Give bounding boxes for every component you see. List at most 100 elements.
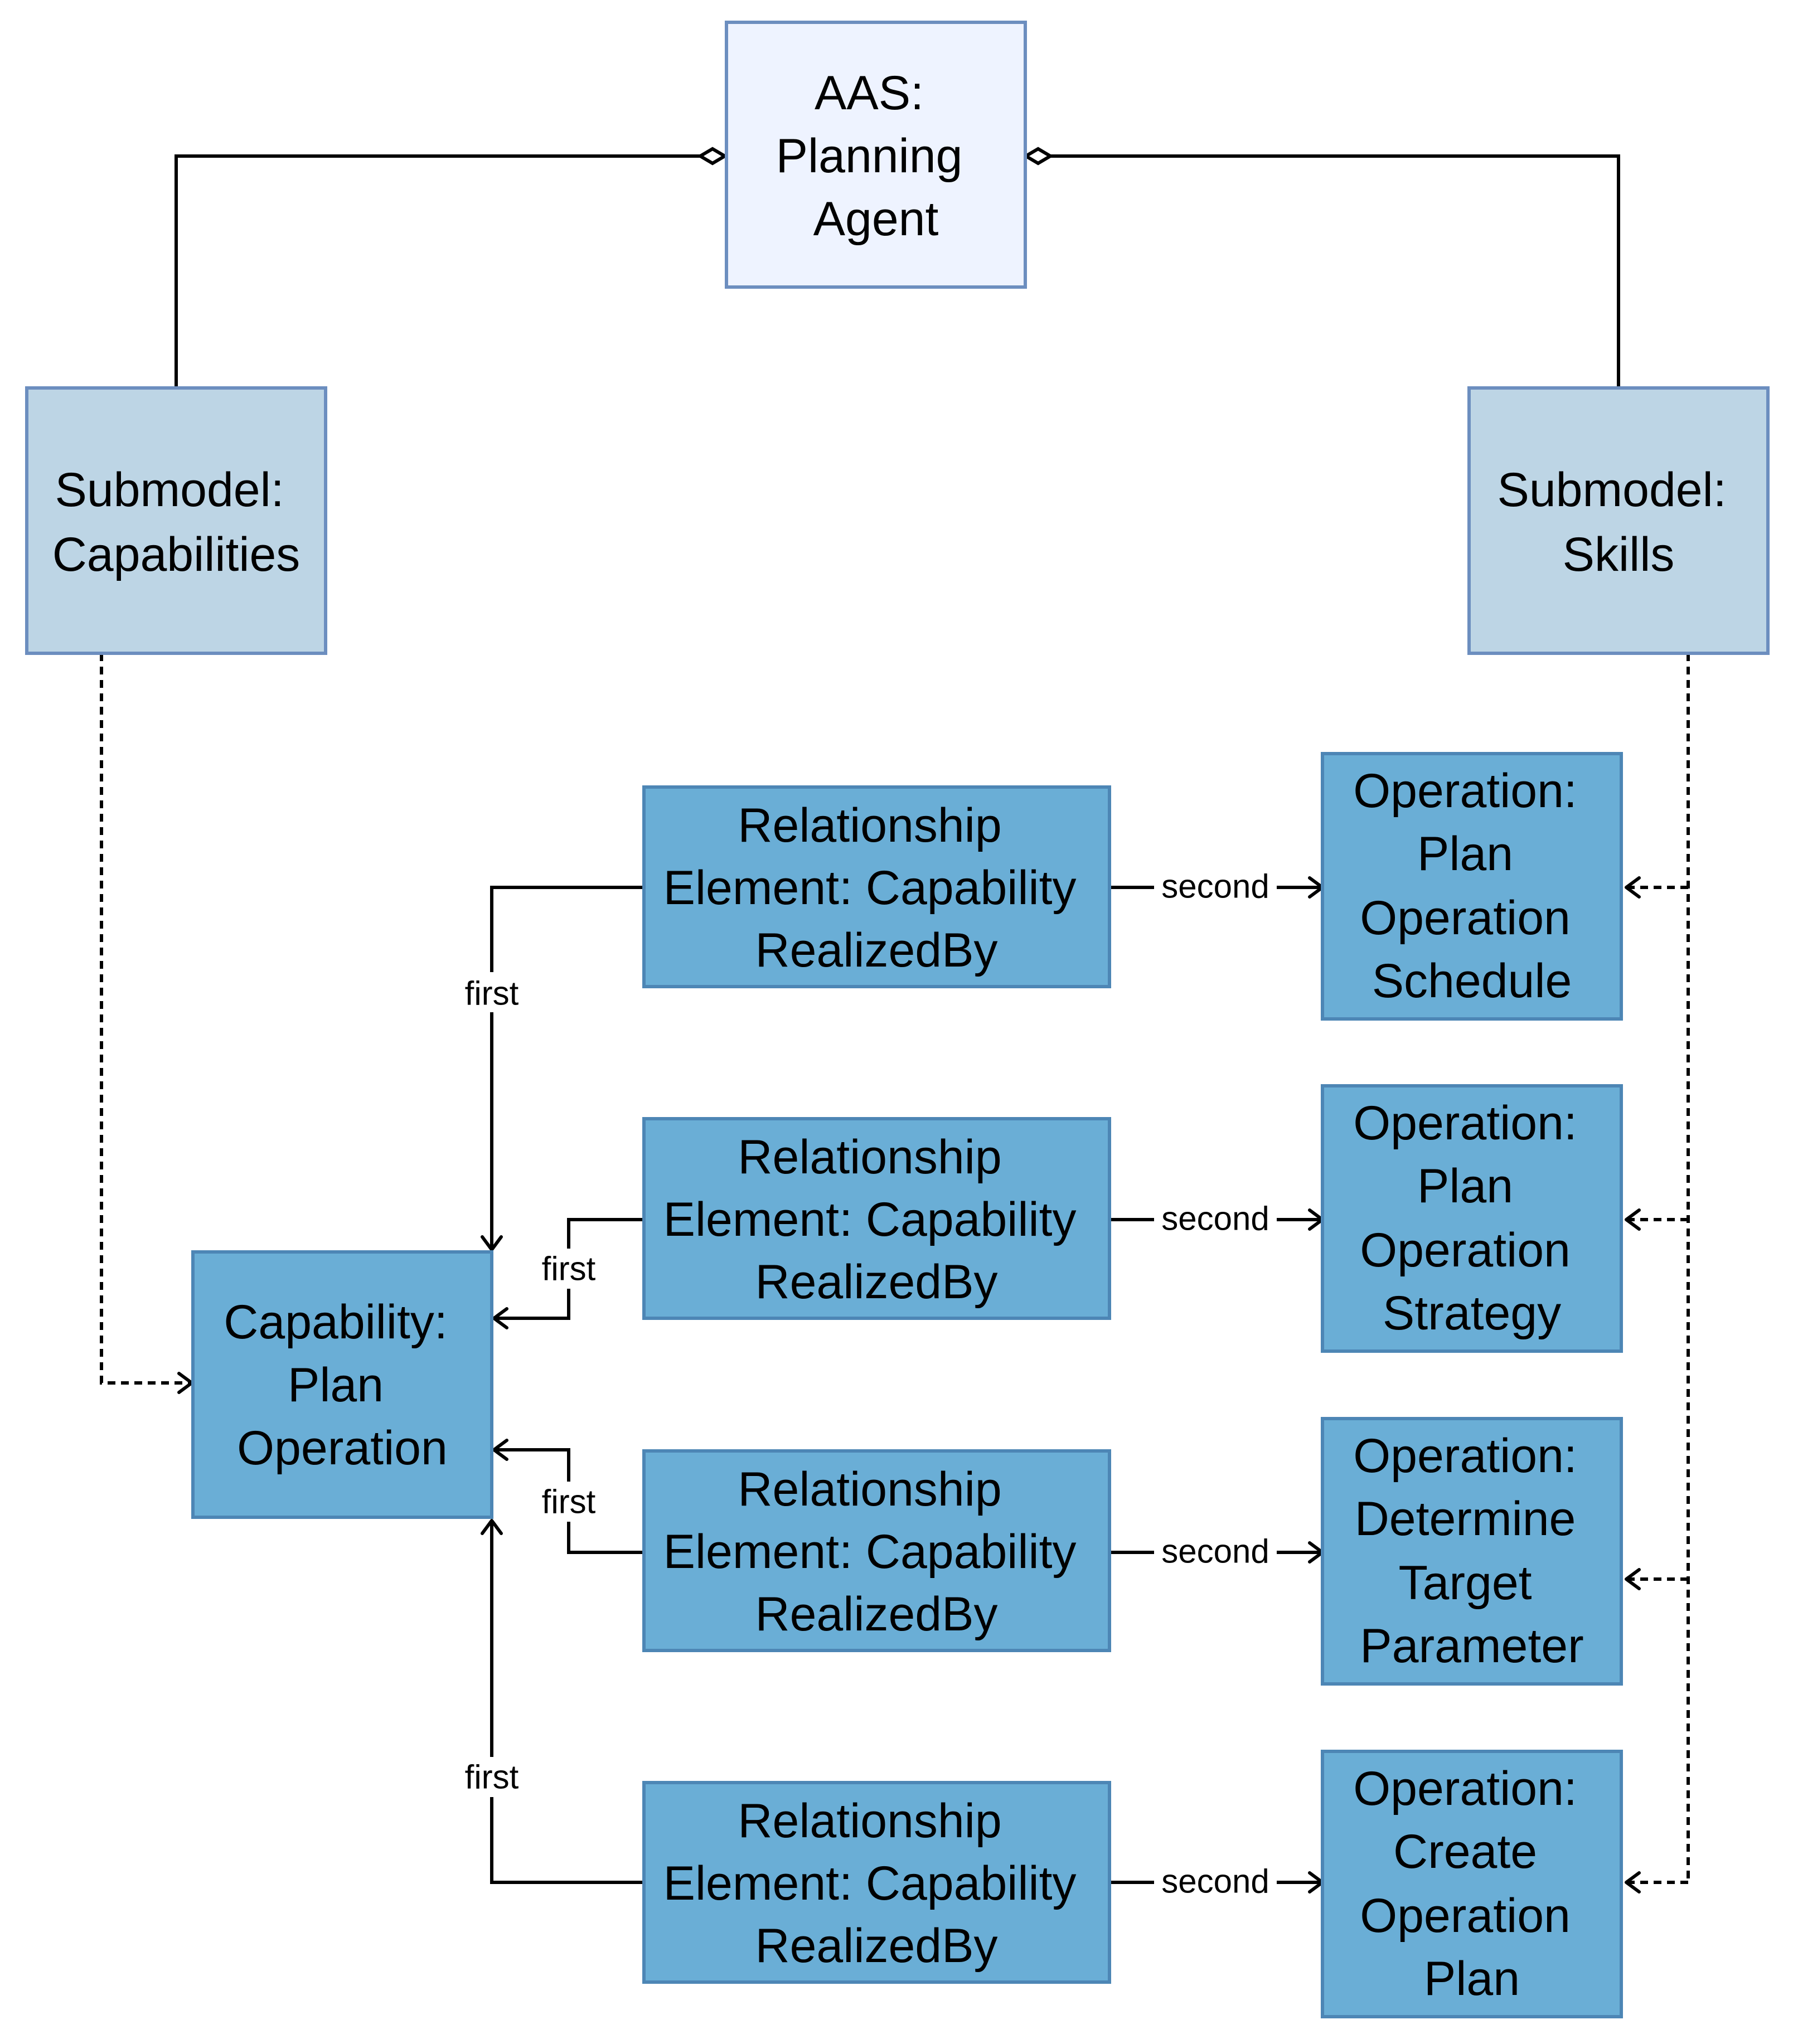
operation-label: Operation: Plan Operation Strategy <box>1353 1096 1590 1340</box>
operation-label: Operation: Determine Target Parameter <box>1353 1429 1590 1673</box>
operation-line-2: Plan <box>1417 827 1513 881</box>
svg-text:second: second <box>1161 1533 1269 1570</box>
arrowhead-icon <box>1625 1871 1641 1894</box>
aas-label-line-3: Agent <box>813 192 939 246</box>
svg-text:second: second <box>1161 1863 1269 1900</box>
relationship-label: Relationship Element: Capability Realize… <box>663 1794 1090 1973</box>
submodel-skills-line-1: Submodel: <box>1497 463 1726 517</box>
operation-line-1: Operation: <box>1353 1762 1577 1815</box>
arrowhead-icon <box>1625 1568 1641 1590</box>
operation-line-2: Plan <box>1417 1159 1513 1213</box>
svg-text:first: first <box>542 1250 596 1288</box>
operation-box <box>1321 1417 1623 1686</box>
relationship-element-node-2[interactable]: Relationship Element: Capability Realize… <box>642 1117 1111 1320</box>
relationship-line-3: RealizedBy <box>755 924 998 977</box>
submodel-capabilities-node[interactable]: Submodel: Capabilities <box>25 386 327 655</box>
arrowhead-icon <box>492 1307 508 1329</box>
aas-label-line-1: AAS: <box>815 66 924 120</box>
second-label-3: second <box>1154 1532 1277 1572</box>
operation-line-1: Operation: <box>1353 1096 1577 1150</box>
arrowhead-icon <box>1625 876 1641 899</box>
relationship-element-node-4[interactable]: Relationship Element: Capability Realize… <box>642 1781 1111 1984</box>
operation-node-4[interactable]: Operation: Create Operation Plan <box>1321 1750 1623 2018</box>
operation-box <box>1321 1084 1623 1353</box>
relationship-label: Relationship Element: Capability Realize… <box>663 1130 1090 1309</box>
aas-to-skills-connector <box>1050 154 1620 387</box>
operation-node-3[interactable]: Operation: Determine Target Parameter <box>1321 1417 1623 1686</box>
relationship-line-2: Element: Capability <box>663 1857 1077 1910</box>
relationship-element-node-3[interactable]: Relationship Element: Capability Realize… <box>642 1449 1111 1652</box>
second-label-2: second <box>1154 1200 1277 1240</box>
aas-label: AAS: Planning Agent <box>776 66 976 246</box>
svg-text:second: second <box>1161 1200 1269 1237</box>
second-label-4: second <box>1154 1862 1277 1902</box>
aggregation-diamond-left-icon <box>697 147 728 166</box>
operation-label: Operation: Plan Operation Schedule <box>1353 764 1590 1008</box>
operation-line-4: Plan <box>1424 1952 1520 2006</box>
operation-line-3: Operation <box>1360 1889 1571 1943</box>
relationship-box <box>642 785 1111 988</box>
capability-label: Capability: Plan Operation <box>224 1295 461 1475</box>
operation-node-2[interactable]: Operation: Plan Operation Strategy <box>1321 1084 1623 1353</box>
submodel-capabilities-line-2: Capabilities <box>52 528 301 581</box>
first-label-1: first <box>457 972 526 1012</box>
relationship-line-2: Element: Capability <box>663 1193 1077 1246</box>
capability-line-3: Operation <box>237 1421 448 1475</box>
aas-box <box>725 21 1027 289</box>
submodel-skills-label: Submodel: Skills <box>1497 463 1739 581</box>
relationship-box <box>642 1781 1111 1984</box>
submodel-capabilities-box <box>25 386 327 655</box>
aas-planning-agent-node[interactable]: AAS: Planning Agent <box>725 21 1027 289</box>
first-label-4: first <box>457 1757 526 1797</box>
arrowhead-icon <box>481 1519 503 1535</box>
relationship-box <box>642 1117 1111 1320</box>
aas-to-capabilities-connector <box>175 154 700 387</box>
relationship-line-2: Element: Capability <box>663 861 1077 915</box>
arrowhead-icon <box>492 1439 508 1461</box>
first-label-2: first <box>534 1249 603 1289</box>
relationship-line-2: Element: Capability <box>663 1525 1077 1579</box>
operation-box <box>1321 1750 1623 2018</box>
operation-node-1[interactable]: Operation: Plan Operation Schedule <box>1321 752 1623 1021</box>
submodel-capabilities-line-1: Submodel: <box>55 463 284 517</box>
aggregation-diamond-right-icon <box>1023 147 1054 166</box>
relationship-line-1: Relationship <box>738 1463 1001 1516</box>
capability-line-2: Plan <box>288 1358 384 1412</box>
operation-line-3: Operation <box>1360 1224 1571 1277</box>
first-connector-1 <box>490 886 644 1249</box>
relationship-line-3: RealizedBy <box>755 1919 998 1973</box>
second-label-1: second <box>1154 867 1277 907</box>
relationship-label: Relationship Element: Capability Realize… <box>663 1463 1090 1641</box>
aas-label-line-2: Planning <box>776 129 963 183</box>
operation-box <box>1321 752 1623 1021</box>
submodel-skills-line-2: Skills <box>1563 528 1675 581</box>
svg-text:first: first <box>465 975 519 1012</box>
capability-plan-operation-node[interactable]: Capability: Plan Operation <box>191 1250 493 1519</box>
capabilities-contains-connector <box>100 653 191 1385</box>
svg-text:first: first <box>465 1759 519 1796</box>
operation-line-4: Schedule <box>1372 954 1572 1008</box>
relationship-line-3: RealizedBy <box>755 1255 998 1309</box>
arrowhead-icon <box>1625 1208 1641 1231</box>
capability-box <box>191 1250 493 1519</box>
relationship-label: Relationship Element: Capability Realize… <box>663 799 1090 977</box>
relationship-box <box>642 1449 1111 1652</box>
operation-line-2: Determine <box>1355 1492 1576 1546</box>
first-label-3: first <box>534 1482 603 1522</box>
submodel-capabilities-label: Submodel: Capabilities <box>52 463 301 581</box>
arrowhead-icon <box>481 1235 503 1251</box>
submodel-skills-box <box>1467 386 1770 655</box>
relationship-element-node-1[interactable]: Relationship Element: Capability Realize… <box>642 785 1111 988</box>
operation-line-4: Parameter <box>1360 1619 1584 1673</box>
relationship-line-1: Relationship <box>738 1130 1001 1184</box>
relationship-line-1: Relationship <box>738 799 1001 852</box>
relationship-line-3: RealizedBy <box>755 1587 998 1641</box>
first-connector-4 <box>490 1522 644 1884</box>
operation-line-2: Create <box>1393 1825 1537 1878</box>
operation-line-4: Strategy <box>1383 1286 1561 1340</box>
submodel-skills-node[interactable]: Submodel: Skills <box>1467 386 1770 655</box>
capability-line-1: Capability: <box>224 1295 448 1349</box>
operation-line-3: Target <box>1399 1556 1532 1610</box>
svg-text:first: first <box>542 1483 596 1521</box>
